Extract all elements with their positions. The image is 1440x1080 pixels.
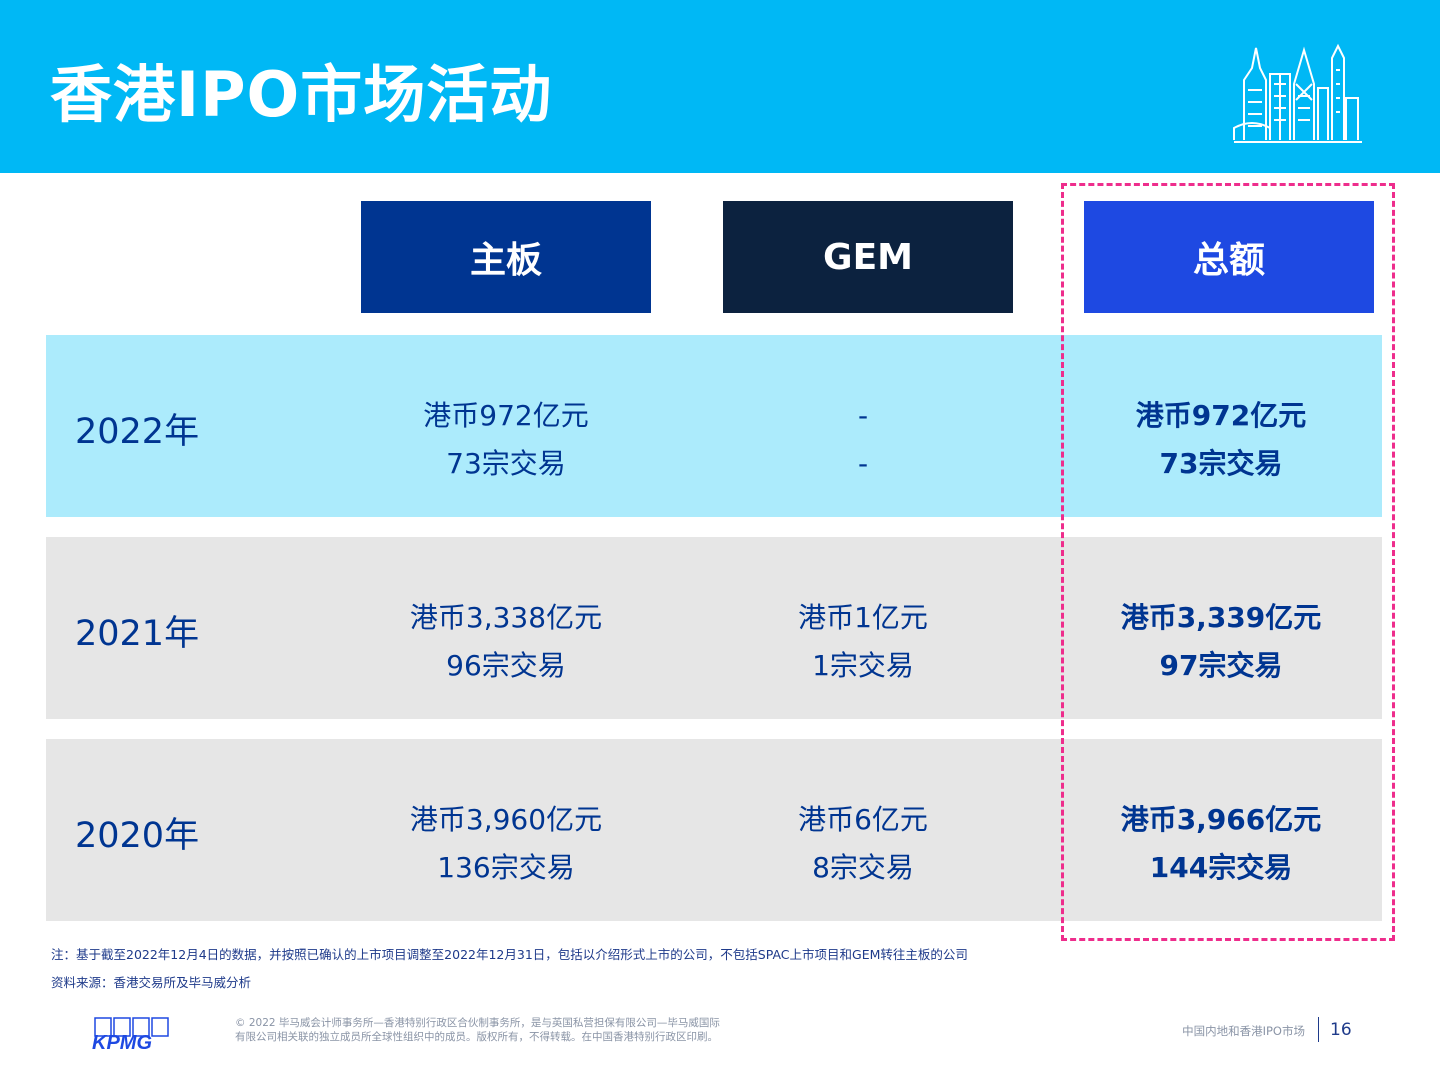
main-board-cell: 港币3,960亿元 136宗交易 <box>356 796 656 892</box>
table-row-2021: 2021年 港币3,338亿元 96宗交易 港币1亿元 1宗交易 港币3,339… <box>46 537 1382 719</box>
row-year: 2020年 <box>75 816 200 856</box>
deal-count: 1宗交易 <box>812 649 914 682</box>
main-board-cell: 港币3,338亿元 96宗交易 <box>356 594 656 690</box>
amount-value: 港币3,966亿元 <box>1120 803 1322 836</box>
copyright-line: 有限公司相关联的独立成员所全球性组织中的成员。版权所有，不得转载。在中国香港特别… <box>235 1031 718 1043</box>
total-cell: 港币3,339亿元 97宗交易 <box>1071 594 1371 690</box>
main-board-cell: 港币972亿元 73宗交易 <box>356 392 656 488</box>
total-cell: 港币972亿元 73宗交易 <box>1071 392 1371 488</box>
amount-value: 港币1亿元 <box>798 601 928 634</box>
deal-count: 97宗交易 <box>1159 649 1283 682</box>
deal-count: - <box>857 447 869 480</box>
amount-value: 港币3,339亿元 <box>1120 601 1322 634</box>
copyright-notice: © 2022 毕马威会计师事务所—香港特别行政区合伙制事务所，是与英国私营担保有… <box>235 1016 720 1044</box>
report-title: 中国内地和香港IPO市场 <box>1182 1024 1305 1038</box>
row-year: 2022年 <box>75 412 200 452</box>
deal-count: 136宗交易 <box>437 851 575 884</box>
kpmg-logo: KPMG <box>92 1017 169 1052</box>
gem-cell: 港币1亿元 1宗交易 <box>713 594 1013 690</box>
gem-cell: 港币6亿元 8宗交易 <box>713 796 1013 892</box>
total-cell: 港币3,966亿元 144宗交易 <box>1071 796 1371 892</box>
page-title: 香港IPO市场活动 <box>50 58 553 131</box>
amount-value: - <box>857 399 869 432</box>
amount-value: 港币3,338亿元 <box>409 601 603 634</box>
deal-count: 73宗交易 <box>446 447 566 480</box>
amount-value: 港币3,960亿元 <box>409 803 603 836</box>
deal-count: 144宗交易 <box>1149 851 1293 884</box>
amount-value: 港币6亿元 <box>798 803 928 836</box>
source-note: 资料来源：香港交易所及毕马威分析 <box>51 975 252 990</box>
header-bar: 香港IPO市场活动 <box>0 0 1440 173</box>
copyright-line: © 2022 毕马威会计师事务所—香港特别行政区合伙制事务所，是与英国私营担保有… <box>235 1017 720 1029</box>
row-year: 2021年 <box>75 614 200 654</box>
table-row-2020: 2020年 港币3,960亿元 136宗交易 港币6亿元 8宗交易 港币3,96… <box>46 739 1382 921</box>
deal-count: 8宗交易 <box>812 851 914 884</box>
deal-count: 73宗交易 <box>1159 447 1283 480</box>
column-header-total: 总额 <box>1084 201 1374 313</box>
table-row-2022: 2022年 港币972亿元 73宗交易 - - 港币972亿元 73宗交易 <box>46 335 1382 517</box>
page-number: 16 <box>1330 1020 1352 1040</box>
hong-kong-skyline-icon <box>1233 43 1362 143</box>
deal-count: 96宗交易 <box>446 649 566 682</box>
footer-divider <box>1318 1017 1319 1042</box>
svg-text:KPMG: KPMG <box>92 1032 152 1052</box>
amount-value: 港币972亿元 <box>1135 399 1307 432</box>
amount-value: 港币972亿元 <box>423 399 589 432</box>
column-header-main-board: 主板 <box>361 201 651 313</box>
gem-cell: - - <box>713 392 1013 488</box>
total-column-highlight <box>1061 183 1395 941</box>
footnote: 注：基于截至2022年12月4日的数据，并按照已确认的上市项目调整至2022年1… <box>51 947 968 962</box>
column-header-gem: GEM <box>723 201 1013 313</box>
